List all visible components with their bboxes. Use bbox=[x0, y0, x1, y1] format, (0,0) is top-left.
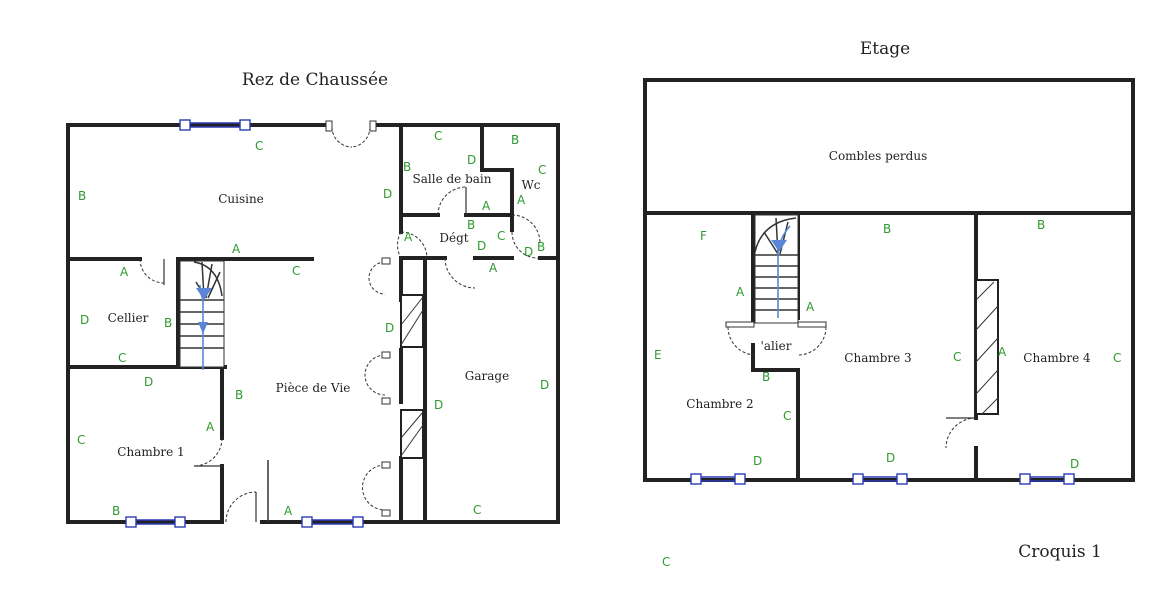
room-cellier: Cellier bbox=[108, 311, 149, 325]
stray-wall-letter: C bbox=[662, 555, 670, 569]
upper-window-chambre3 bbox=[852, 473, 908, 485]
room-garage: Garage bbox=[465, 369, 509, 383]
ground-window-chambre1 bbox=[125, 516, 186, 528]
upper-walls bbox=[643, 78, 1135, 482]
wall-letter: D bbox=[886, 451, 895, 465]
upper-floor-title: Etage bbox=[860, 39, 910, 59]
wall-letter: D bbox=[434, 398, 443, 412]
upper-staircase bbox=[754, 214, 799, 324]
wall-letter: D bbox=[385, 321, 394, 335]
ground-floor-title: Rez de Chaussée bbox=[242, 70, 388, 90]
wall-letter: B bbox=[78, 189, 86, 203]
wall-letter: A bbox=[489, 261, 498, 275]
room-palier: 'alier bbox=[761, 339, 792, 353]
wall-letter: A bbox=[232, 242, 241, 256]
wall-letter: D bbox=[467, 153, 476, 167]
wall-letter: C bbox=[118, 351, 126, 365]
wall-letter: D bbox=[80, 313, 89, 327]
wall-letter: C bbox=[1113, 351, 1121, 365]
wall-letter: C bbox=[77, 433, 85, 447]
wall-letter: C bbox=[292, 264, 300, 278]
upper-window-chambre4 bbox=[1019, 473, 1075, 485]
ground-window-top bbox=[179, 119, 251, 131]
wall-letter: A bbox=[284, 504, 293, 518]
wall-letter: A bbox=[517, 193, 526, 207]
wall-letter: B bbox=[762, 370, 770, 384]
wall-letter: D bbox=[540, 378, 549, 392]
upper-floor-plan bbox=[643, 78, 1135, 485]
room-wc: Wc bbox=[521, 178, 540, 192]
wall-letter: B bbox=[537, 240, 545, 254]
wall-letter: A bbox=[482, 199, 491, 213]
room-cuisine: Cuisine bbox=[218, 192, 264, 206]
ground-doors bbox=[139, 186, 541, 523]
upper-doors bbox=[725, 321, 977, 449]
wall-letter: D bbox=[144, 375, 153, 389]
wall-letter: B bbox=[467, 218, 475, 232]
room-piece-de-vie: Pièce de Vie bbox=[276, 381, 351, 395]
room-chambre-1: Chambre 1 bbox=[117, 445, 184, 459]
wall-letter: B bbox=[164, 316, 172, 330]
wall-letter: B bbox=[235, 388, 243, 402]
sketch-label: Croquis 1 bbox=[1018, 542, 1102, 562]
wall-letter: D bbox=[1070, 457, 1079, 471]
wall-letter: E bbox=[654, 348, 662, 362]
wall-letter: D bbox=[524, 245, 533, 259]
wall-letter: C bbox=[434, 129, 442, 143]
room-salle-de-bain: Salle de bain bbox=[413, 172, 492, 186]
upper-window-chambre2 bbox=[690, 473, 746, 485]
wall-letter: D bbox=[753, 454, 762, 468]
wall-letter: A bbox=[736, 285, 745, 299]
ground-interior-walls bbox=[66, 123, 560, 524]
wall-letter: B bbox=[883, 222, 891, 236]
wall-letter: C bbox=[953, 350, 961, 364]
room-chambre-2: Chambre 2 bbox=[686, 397, 753, 411]
wall-letter: A bbox=[120, 265, 129, 279]
room-labels: Cuisine Salle de bain Wc Dégt Cellier Pi… bbox=[108, 149, 1091, 459]
room-combles-perdus: Combles perdus bbox=[829, 149, 927, 163]
wall-letter: F bbox=[700, 229, 707, 243]
wall-letter: D bbox=[477, 239, 486, 253]
room-chambre-4: Chambre 4 bbox=[1023, 351, 1091, 365]
room-chambre-3: Chambre 3 bbox=[844, 351, 911, 365]
wall-letter: C bbox=[538, 163, 546, 177]
wall-letter: B bbox=[112, 504, 120, 518]
wall-letter: C bbox=[497, 229, 505, 243]
wall-letter: B bbox=[1037, 218, 1045, 232]
ground-floor-plan bbox=[66, 119, 560, 528]
ground-staircase bbox=[179, 260, 225, 370]
upper-wall-letters: F B B A A E C A C B C D D D C bbox=[654, 218, 1121, 569]
ground-entry-double-door bbox=[325, 120, 377, 148]
wall-letter: B bbox=[511, 133, 519, 147]
wall-letter: A bbox=[998, 345, 1007, 359]
room-degt: Dégt bbox=[439, 231, 468, 245]
ground-window-piece bbox=[301, 516, 364, 528]
wall-letter: A bbox=[404, 230, 413, 244]
ground-closets bbox=[362, 257, 424, 517]
wall-letter: D bbox=[383, 187, 392, 201]
upper-chimney bbox=[975, 279, 999, 415]
wall-letter: B bbox=[403, 160, 411, 174]
wall-letter: A bbox=[806, 300, 815, 314]
wall-letter: C bbox=[473, 503, 481, 517]
ground-wall-letters: C B B C D D C B A B A D A C D A D D A A … bbox=[77, 129, 549, 518]
wall-letter: C bbox=[783, 409, 791, 423]
wall-letter: C bbox=[255, 139, 263, 153]
wall-letter: A bbox=[206, 420, 215, 434]
